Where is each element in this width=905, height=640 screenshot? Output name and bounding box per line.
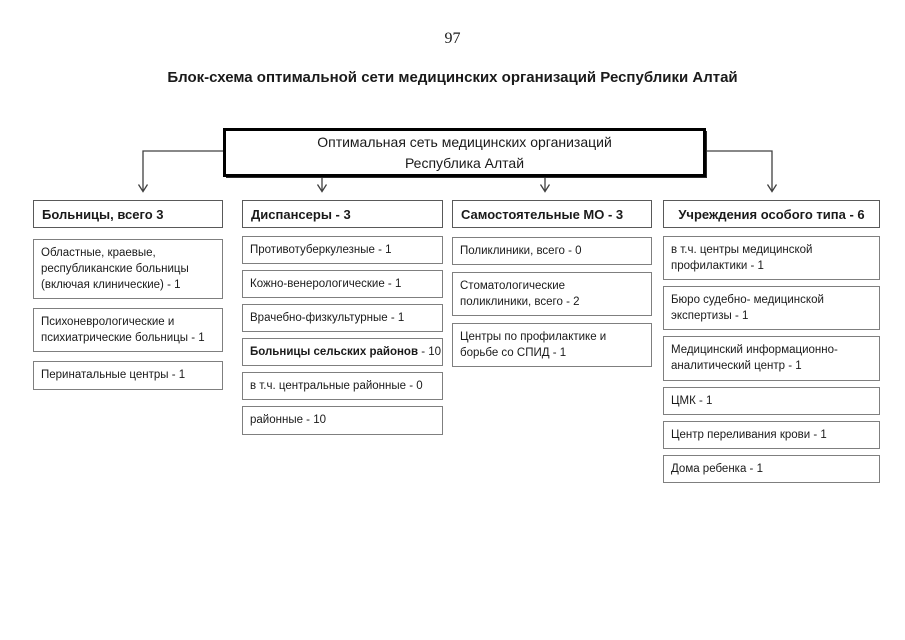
box-polyclinics: Поликлиники, всего - 0 bbox=[452, 237, 652, 266]
root-box-optimal-network: Оптимальная сеть медицинских организаций… bbox=[223, 128, 706, 177]
column-special-type-institutions: Учреждения особого типа - 6 в т.ч. центр… bbox=[663, 200, 880, 483]
arrowhead-down-icon bbox=[539, 184, 551, 193]
rural-hospitals-count: - 10 bbox=[418, 346, 442, 359]
arrowhead-down-icon bbox=[316, 184, 328, 193]
box-rural-district-hospitals: Больницы сельских районов - 10 bbox=[242, 338, 443, 367]
root-box-line1: Оптимальная сеть медицинских организаций bbox=[317, 133, 612, 150]
column-dispensaries: Диспансеры - 3 Противотуберкулезные - 1 … bbox=[242, 200, 443, 435]
column-header-dispensaries: Диспансеры - 3 bbox=[242, 200, 443, 228]
column-header-independent-mo: Самостоятельные МО - 3 bbox=[452, 200, 652, 228]
box-perinatal-centers: Перинатальные центры - 1 bbox=[33, 361, 223, 390]
column-header-hospitals: Больницы, всего 3 bbox=[33, 200, 223, 228]
box-forensic-medical-bureau: Бюро судебно- медицинской экспертизы - 1 bbox=[663, 286, 880, 331]
box-medical-prevention-centers: в т.ч. центры медицинской профилактики -… bbox=[663, 236, 880, 281]
box-blood-transfusion-center: Центр переливания крови - 1 bbox=[663, 420, 880, 449]
connector-elbow-right bbox=[706, 150, 773, 191]
box-central-district-hospitals: в т.ч. центральные районные - 0 bbox=[242, 372, 443, 401]
box-medical-information-analytic-center: Медицинский информационно- аналитический… bbox=[663, 336, 880, 381]
column-independent-mo: Самостоятельные МО - 3 Поликлиники, всег… bbox=[452, 200, 652, 368]
box-dental-polyclinics: Стоматологические поликлиники, всего - 2 bbox=[452, 272, 652, 317]
root-box-line2: Республика Алтай bbox=[404, 154, 525, 171]
box-medical-sports-dispensaries: Врачебно-физкультурные - 1 bbox=[242, 304, 443, 333]
box-dermatovenerologic-dispensaries: Кожно-венерологические - 1 bbox=[242, 270, 443, 299]
arrowhead-down-icon bbox=[766, 184, 778, 193]
box-psychoneurological-hospitals: Психоневрологические и психиатрические б… bbox=[33, 308, 223, 353]
box-cmk: ЦМК - 1 bbox=[663, 386, 880, 415]
box-tb-dispensaries: Противотуберкулезные - 1 bbox=[242, 236, 443, 265]
box-district-hospitals: районные - 10 bbox=[242, 406, 443, 435]
box-regional-hospitals: Областные, краевые, республиканские боль… bbox=[33, 239, 223, 300]
box-children-homes: Дома ребенка - 1 bbox=[663, 454, 880, 483]
page-number: 97 bbox=[444, 30, 461, 47]
column-hospitals: Больницы, всего 3 Областные, краевые, ре… bbox=[33, 200, 223, 390]
connector-elbow-left bbox=[142, 150, 223, 191]
column-header-special-type: Учреждения особого типа - 6 bbox=[663, 200, 880, 228]
rural-hospitals-bold-label: Больницы сельских районов bbox=[250, 346, 419, 359]
box-aids-prevention-centers: Центры по профилактике и борьбе со СПИД … bbox=[452, 323, 652, 368]
diagram-title: Блок-схема оптимальной сети медицинских … bbox=[167, 69, 738, 86]
arrowhead-down-icon bbox=[137, 184, 149, 193]
